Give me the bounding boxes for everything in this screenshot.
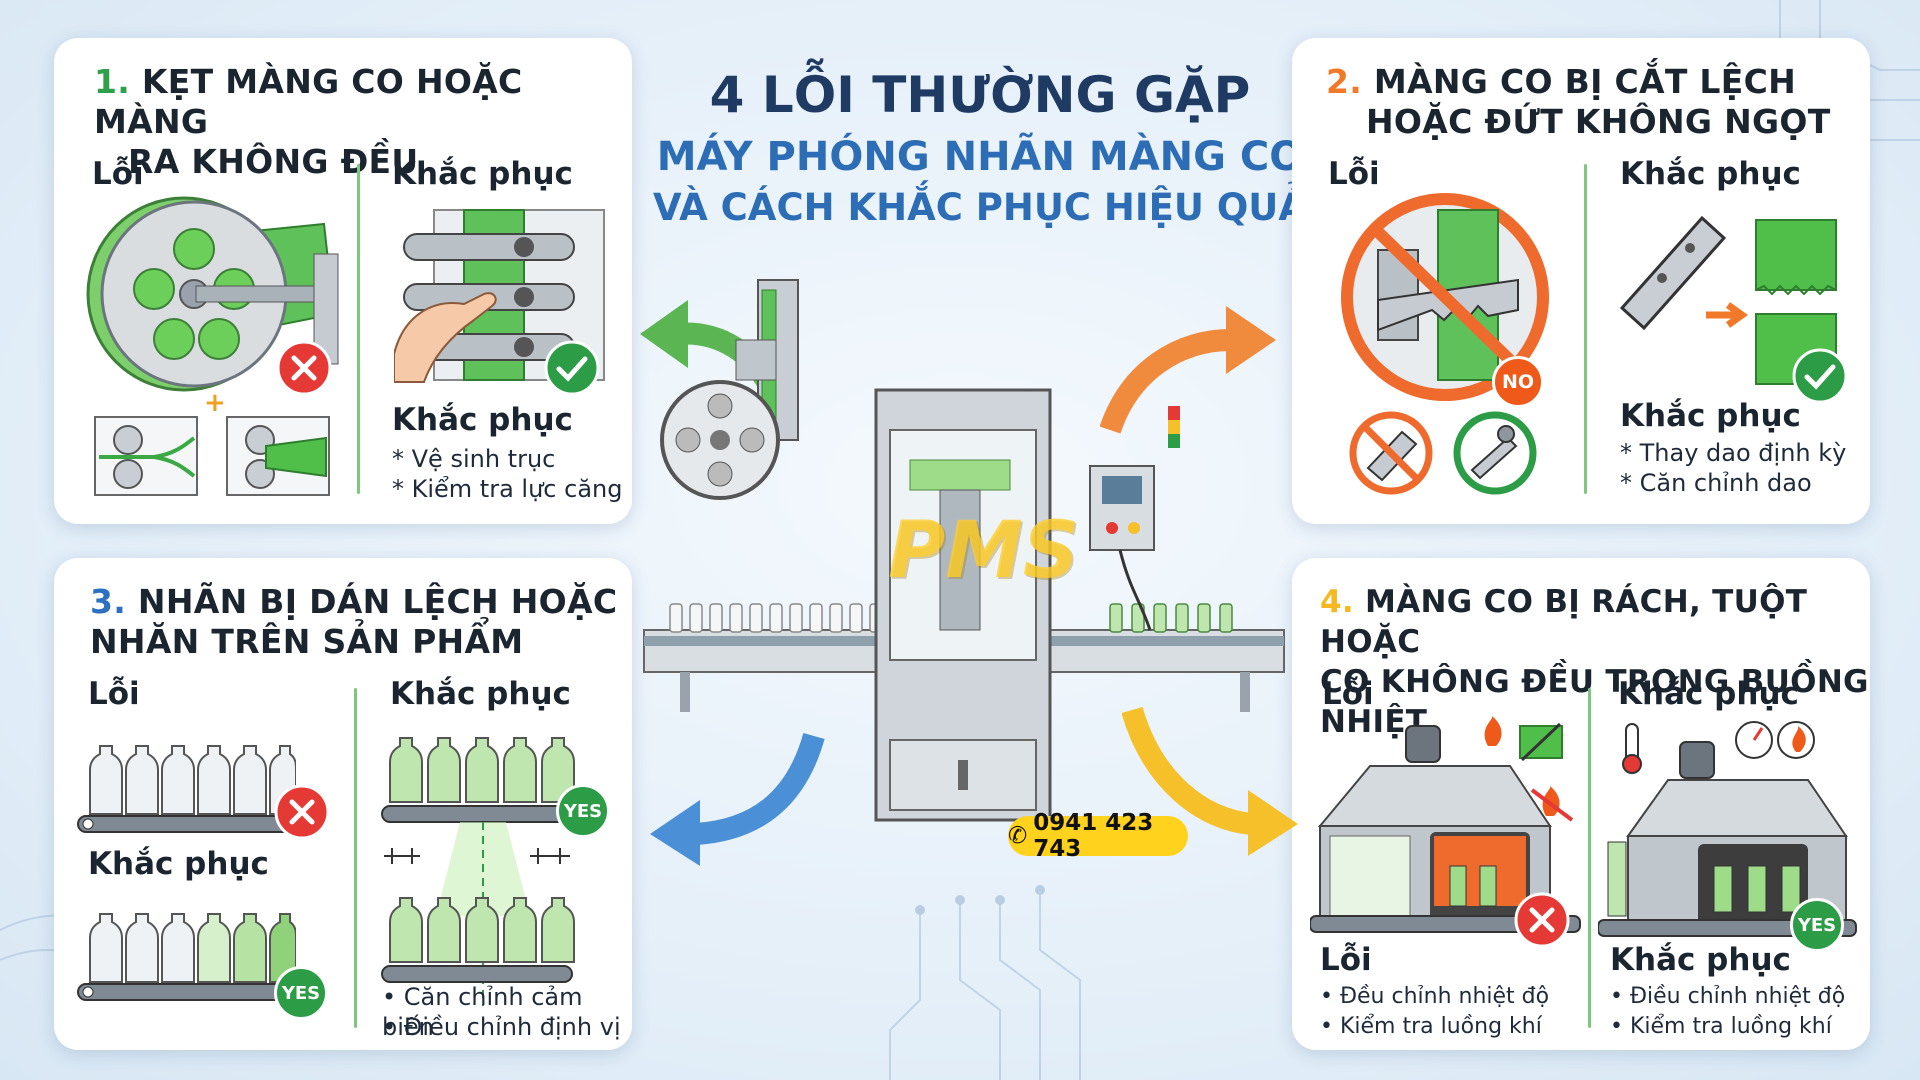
worn-blade-forbidden-icon <box>1349 411 1433 495</box>
card4-fault-bullet-1: • Đều chỉnh nhiệt độ <box>1320 984 1550 1009</box>
plus-icon: + <box>204 388 226 418</box>
card1-title: 1. KẸT MÀNG CO HOẶC MÀNG RA KHÔNG ĐỀU <box>94 62 632 182</box>
phone-number: 0941 423 743 <box>1033 810 1154 862</box>
correct-heat-tunnel-illustration <box>1598 721 1857 937</box>
aligned-bottles-illustration <box>381 737 575 1006</box>
roller-detail-right-illustration <box>226 416 330 496</box>
card4-divider <box>1588 688 1591 1028</box>
card3-yes-badge-top: YES <box>556 784 610 838</box>
card4-title-line1: MÀNG CO BỊ RÁCH, TUỘT HOẶC <box>1320 584 1808 660</box>
card1-number: 1. <box>94 62 131 101</box>
card4-yes-badge: YES <box>1790 898 1844 952</box>
card3-divider <box>354 688 357 1028</box>
shrink-sleeve-labeling-machine-illustration <box>643 279 1285 822</box>
card3-fault-label: Lỗi <box>88 676 140 712</box>
card1-bullet-1: * Vệ sinh trục <box>392 445 556 473</box>
card4-fix-label: Khắc phục <box>1618 676 1799 712</box>
ok-check-icon <box>544 340 600 396</box>
new-blade-illustration <box>1619 215 1727 331</box>
phone-icon: ✆ <box>1008 823 1028 849</box>
empty-bottles-conveyor-illustration <box>77 745 296 833</box>
card4-error-x-icon <box>1514 892 1570 948</box>
arrow-to-card2-icon <box>1100 306 1276 434</box>
labeled-bottles-conveyor-illustration <box>77 913 296 1001</box>
blade-adjust-ok-icon <box>1453 411 1537 495</box>
card1-fix-label: Khắc phục <box>392 156 573 192</box>
card-shrink-tunnel: 4. MÀNG CO BỊ RÁCH, TUỘT HOẶC CO KHÔNG Đ… <box>1292 558 1870 1050</box>
card4-fault-label-2: Lỗi <box>1320 942 1372 978</box>
card4-fix-bullet-2: • Kiểm tra luồng khí <box>1610 1014 1832 1039</box>
cleaning-rollers-illustration <box>394 209 605 383</box>
card2-ok-check-icon <box>1792 348 1848 404</box>
card3-error-x-icon <box>274 784 330 840</box>
card3-yes-badge-bottom: YES <box>274 966 328 1020</box>
card3-number: 3. <box>90 582 127 621</box>
card-cut-offset: 2. MÀNG CO BỊ CẮT LỆCH HOẶC ĐỨT KHÔNG NG… <box>1292 38 1870 524</box>
card4-fault-bullet-2: • Kiểm tra luồng khí <box>1320 1014 1542 1039</box>
card1-title-line2: RA KHÔNG ĐỀU <box>128 142 419 181</box>
main-title-line1: 4 LỖI THƯỜNG GẶP <box>709 66 1251 124</box>
jammed-reel-illustration <box>86 196 339 392</box>
card3-bullet-2: • Điều chỉnh định vị <box>382 1013 621 1041</box>
card-jam-film: 1. KẸT MÀNG CO HOẶC MÀNG RA KHÔNG ĐỀU Lỗ… <box>54 38 632 524</box>
card1-title-line1: KẸT MÀNG CO HOẶC MÀNG <box>94 62 523 141</box>
faulty-heat-tunnel-illustration <box>1310 716 1581 933</box>
card2-title-line2: HOẶC ĐỨT KHÔNG NGỌT <box>1366 102 1831 141</box>
pms-watermark: PMS <box>888 506 1079 596</box>
main-title-line2: MÁY PHÓNG NHÃN MÀNG CO <box>656 134 1304 180</box>
card4-title-line2: CO KHÔNG ĐỀU TRONG BUỒNG NHIỆT <box>1320 664 1869 740</box>
misaligned-cutter-illustration <box>1341 193 1549 401</box>
card4-title: 4. MÀNG CO BỊ RÁCH, TUỘT HOẶC CO KHÔNG Đ… <box>1320 582 1870 742</box>
card2-bullet-2: * Căn chỉnh dao <box>1620 469 1812 497</box>
card3-title: 3. NHÃN BỊ DÁN LỆCH HOẶC NHĂN TRÊN SẢN P… <box>90 582 617 662</box>
error-x-icon <box>276 340 332 396</box>
main-title-line3: VÀ CÁCH KHẮC PHỤC HIỆU QUẢ <box>653 186 1307 229</box>
card4-fix-label-2: Khắc phục <box>1610 942 1791 978</box>
phone-hotline-badge[interactable]: ✆ 0941 423 743 <box>1008 810 1188 862</box>
arrow-right-icon <box>1706 302 1749 328</box>
arrow-to-card3-icon <box>650 732 825 866</box>
roller-detail-left-illustration <box>94 416 198 496</box>
card2-number: 2. <box>1326 62 1363 101</box>
card1-divider <box>357 164 360 494</box>
card2-title-line1: MÀNG CO BỊ CẮT LỆCH <box>1373 62 1797 101</box>
card3-fix-label: Khắc phục <box>390 676 571 712</box>
card4-number: 4. <box>1320 584 1354 620</box>
card3-bullet-1: • Căn chỉnh cảm biến <box>382 983 583 1041</box>
card1-fault-label: Lỗi <box>92 156 144 192</box>
card2-title: 2. MÀNG CO BỊ CẮT LỆCH HOẶC ĐỨT KHÔNG NG… <box>1326 62 1831 142</box>
card3-title-line2: NHĂN TRÊN SẢN PHẨM <box>90 622 524 661</box>
card-misaligned-label: 3. NHÃN BỊ DÁN LỆCH HOẶC NHĂN TRÊN SẢN P… <box>54 558 632 1050</box>
card3-fix-label-2: Khắc phục <box>88 846 269 882</box>
arrow-to-card4-icon <box>1122 706 1298 856</box>
card4-fix-bullet-1: • Điều chỉnh nhiệt độ <box>1610 984 1846 1009</box>
no-badge: NO <box>1492 356 1544 408</box>
card2-divider <box>1584 164 1587 494</box>
card2-bullet-1: * Thay dao định kỳ <box>1620 439 1847 467</box>
card2-fix-label: Khắc phục <box>1620 156 1801 192</box>
card4-fault-label: Lỗi <box>1322 676 1374 712</box>
card2-fault-label: Lỗi <box>1328 156 1380 192</box>
card2-fix-label-2: Khắc phục <box>1620 398 1801 434</box>
card3-title-line1: NHÃN BỊ DÁN LỆCH HOẶC <box>137 582 618 621</box>
card1-bullet-2: * Kiểm tra lực căng <box>392 475 623 503</box>
card1-fix-label-2: Khắc phục <box>392 402 573 438</box>
